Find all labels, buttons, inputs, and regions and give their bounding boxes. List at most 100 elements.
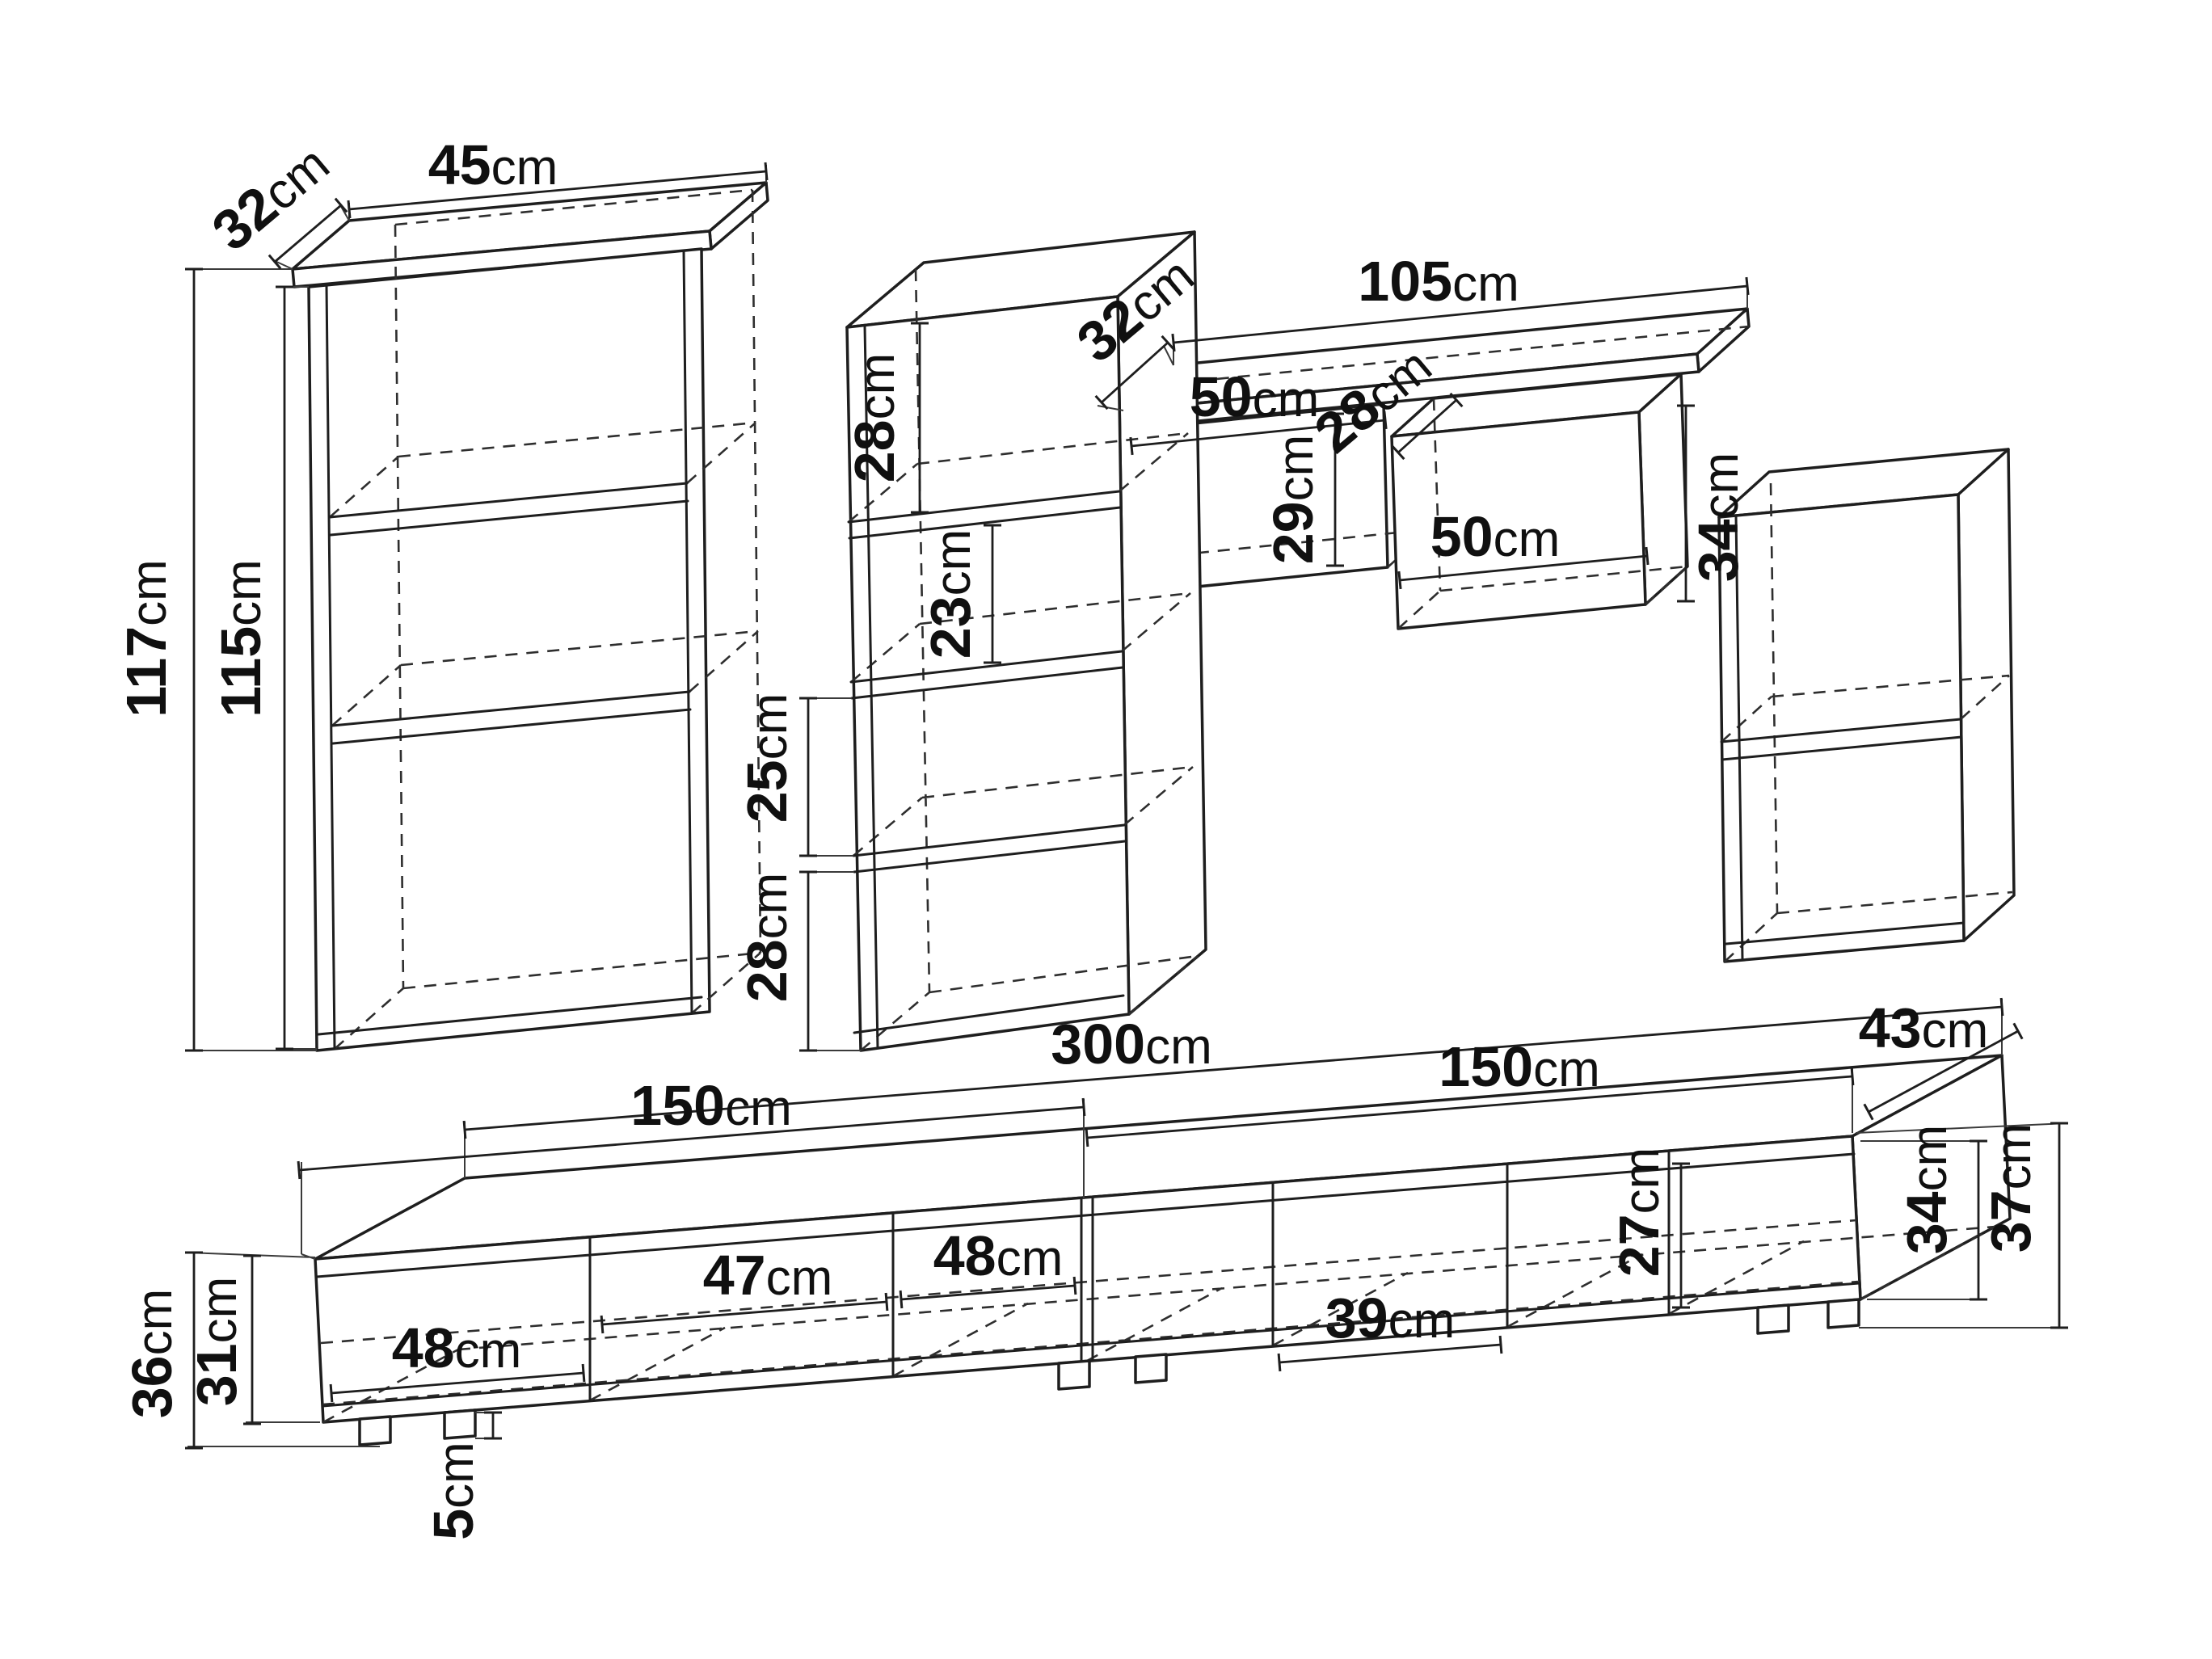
middle-column-extension-lines [802,697,861,1051]
value: 117 [115,626,178,718]
dim-line-shelf-left-box-depth [1391,392,1464,461]
unit: cm [766,1250,833,1306]
value: 29 [1262,501,1325,564]
dim-line-stand-right-section [1085,1067,1855,1147]
stand-foot [443,1408,477,1440]
unit: cm [455,1323,522,1379]
dim-label-stand-foot-height: 5cm [422,1442,485,1540]
value: 34 [1895,1191,1958,1254]
unit: cm [1902,1125,1957,1192]
unit: cm [1388,1293,1456,1349]
dim-label-middle-bottom-height: 28cm [735,873,798,1003]
unit: cm [1268,435,1324,502]
value: 34 [1687,519,1750,582]
unit: cm [1452,256,1519,312]
dim-line-stand-comp1 [329,1363,586,1403]
value: 43 [1859,996,1922,1059]
dim-label-middle-shelf-opening: 23cm [919,529,982,659]
dim-label-stand-height-total: 36cm [120,1289,183,1419]
unit: cm [996,1231,1064,1286]
value: 105 [1358,250,1452,313]
value: 37 [1979,1190,2042,1253]
stand-foot [1134,1353,1168,1384]
right-cabinet-hidden-edges [1721,482,2013,962]
dim-label-shelf-left-box-height: 29cm [1262,435,1325,565]
unit: cm [428,1442,484,1509]
value: 47 [703,1244,766,1307]
shelf-hidden-edges [1174,325,1750,385]
cabinet-front-face [307,247,711,1052]
dim-line-stand-comp2 [600,1292,889,1334]
stand-foot [358,1415,392,1446]
value: 48 [392,1316,455,1379]
dim-label-stand-comp1: 48cm [392,1316,522,1379]
value: 23 [919,596,982,659]
right-cabinet-frame-edges [1720,514,1966,962]
unit: cm [1533,1042,1600,1097]
value: 28 [843,419,906,482]
dim-line-stand-comp4 [1277,1335,1503,1372]
unit: cm [192,1277,247,1344]
value: 48 [933,1224,996,1287]
dim-label-shelf-right-box-width: 50cm [1430,505,1561,568]
value: 25 [735,760,798,823]
dim-label-left-cabinet-height-body: 115cm [209,559,272,718]
value: 50 [1430,505,1494,568]
stand-frame-and-divider-edges [315,1149,1860,1408]
dim-line-shelf-width [1171,276,1750,352]
right-cabinet-side-face [1957,448,2016,942]
dim-line-stand-comp3 [899,1276,1077,1309]
dim-line-left-cabinet-width [347,162,769,219]
unit: cm [1922,1003,1989,1059]
stand-foot [1756,1303,1790,1335]
dim-line-stand-end-depth [1863,1022,2024,1121]
dim-label-stand-left-section: 150cm [630,1074,791,1137]
dim-label-middle-opening: 25cm [735,693,798,823]
value: 150 [1439,1035,1533,1098]
dim-label-shelf-right-box-height: 34cm [1687,453,1750,583]
dim-label-left-cabinet-height-total: 117cm [115,559,178,718]
unit: cm [1693,453,1749,520]
dim-label-stand-height-body: 31cm [185,1277,248,1407]
dim-label-stand-right-height-inner: 34cm [1895,1125,1958,1255]
unit: cm [1986,1123,2041,1190]
value: 50 [1190,365,1253,428]
value: 31 [185,1343,248,1406]
dim-label-shelf-left-box-width: 50cm [1190,365,1320,428]
dim-label-stand-comp4: 39cm [1325,1286,1456,1350]
unit: cm [216,559,272,626]
value: 115 [209,626,272,718]
dim-label-stand-right-height-outer: 37cm [1979,1123,2042,1253]
unit: cm [849,353,905,420]
stand-foot [1826,1298,1860,1329]
dim-label-stand-opening-height: 27cm [1607,1147,1671,1278]
dim-label-stand-total-width: 300cm [1051,1013,1211,1076]
dim-label-stand-comp2: 47cm [703,1244,833,1307]
unit: cm [1614,1147,1670,1215]
unit: cm [925,529,981,596]
crown-front-face [291,229,713,288]
dim-label-stand-right-section: 150cm [1439,1035,1599,1098]
dim-line-left-cabinet-depth [268,197,348,270]
dim-line-shelf-depth [1094,335,1175,411]
unit: cm [742,693,798,760]
value: 45 [428,133,491,196]
value: 39 [1325,1286,1388,1350]
value: 150 [630,1074,725,1137]
value: 27 [1607,1214,1671,1277]
unit: cm [121,559,177,626]
right-hanging-cabinet [1717,448,2016,963]
stand-foot [1057,1359,1091,1391]
unit: cm [491,140,558,196]
dimension-annotations: 45cm 32cm 117cm 115cm 28cm 23cm 25cm 28c… [115,133,2068,1540]
dim-label-left-cabinet-width: 45cm [428,133,558,196]
right-box-side-face [1637,373,1689,606]
value: 36 [120,1355,183,1418]
dim-label-stand-end-depth: 43cm [1859,996,1989,1059]
right-cabinet-front-face [1717,493,1966,963]
unit: cm [1494,512,1561,567]
left-display-cabinet [291,181,769,1052]
value: 5 [422,1509,485,1540]
